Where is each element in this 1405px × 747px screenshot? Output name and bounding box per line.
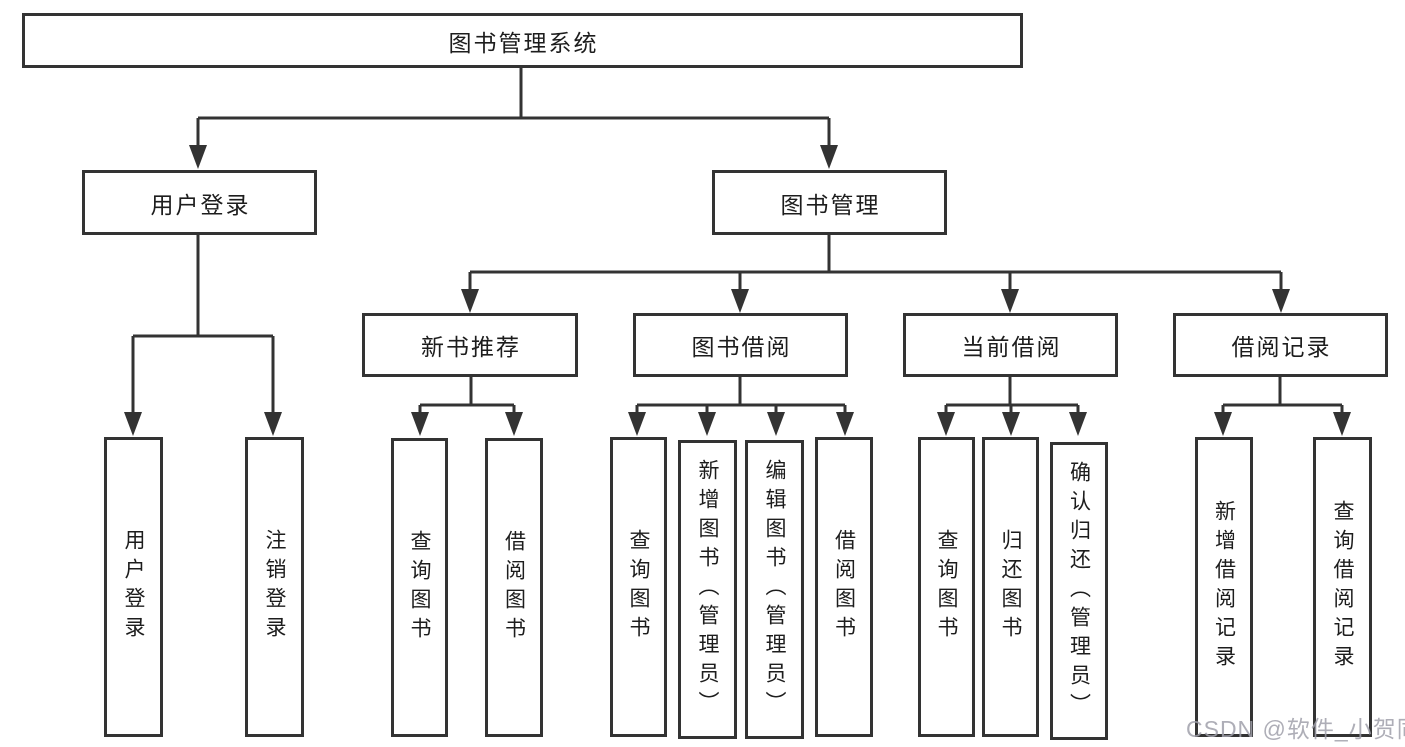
leaf-label: 借阅图书 <box>832 529 856 645</box>
leaf-query-books-bb: 查询图书 <box>610 437 667 737</box>
node-book-management: 图书管理 <box>712 170 947 235</box>
arrow-down-icon <box>461 289 479 313</box>
leaf-label: 注销登录 <box>263 529 286 645</box>
leaf-user-login: 用户登录 <box>104 437 163 737</box>
leaf-confirm-return-admin: 确认归还（管理员） <box>1050 442 1108 740</box>
arrow-down-icon <box>698 412 716 436</box>
leaf-edit-books-admin: 编辑图书（管理员） <box>745 440 804 739</box>
arrow-down-icon <box>1333 412 1351 436</box>
arrow-down-icon <box>767 412 785 436</box>
connector-book-mgmt-to-level3 <box>461 233 1290 313</box>
arrow-down-icon <box>124 412 142 436</box>
leaf-label: 查询图书 <box>627 529 650 645</box>
connector-user-login-to-leaves <box>124 235 282 436</box>
node-label: 图书管理 <box>780 191 881 218</box>
arrow-down-icon <box>411 412 429 436</box>
leaf-add-borrow-record: 新增借阅记录 <box>1195 437 1253 737</box>
arrow-down-icon <box>1272 289 1290 313</box>
leaf-borrow-books-nb: 借阅图书 <box>485 438 543 737</box>
node-user-login: 用户登录 <box>82 170 317 235</box>
node-label: 借阅记录 <box>1231 334 1332 360</box>
arrow-down-icon <box>836 412 854 436</box>
node-label: 图书借阅 <box>691 334 792 360</box>
arrow-down-icon <box>189 145 207 169</box>
arrow-down-icon <box>264 412 282 436</box>
node-root-system: 图书管理系统 <box>22 13 1023 68</box>
leaf-label: 借阅图书 <box>502 529 526 646</box>
node-label: 图书管理系统 <box>448 29 599 56</box>
node-book-borrowing: 图书借阅 <box>633 313 848 377</box>
arrow-down-icon <box>937 412 955 436</box>
leaf-query-books-cb: 查询图书 <box>918 437 975 737</box>
arrow-down-icon <box>628 412 646 436</box>
connector-root-to-level2 <box>189 68 838 169</box>
arrow-down-icon <box>1069 412 1087 436</box>
leaf-label: 用户登录 <box>122 529 145 645</box>
node-new-book-recommend: 新书推荐 <box>362 313 578 377</box>
leaf-logout: 注销登录 <box>245 437 304 737</box>
leaf-label: 新增图书（管理员） <box>696 459 719 720</box>
arrow-down-icon <box>820 145 838 169</box>
leaf-query-books-nb: 查询图书 <box>391 438 448 737</box>
connector-current-borrow-to-leaves <box>937 377 1087 436</box>
leaf-label: 新增借阅记录 <box>1212 500 1236 674</box>
connector-new-book-to-leaves <box>411 377 523 436</box>
node-borrowing-records: 借阅记录 <box>1173 313 1388 377</box>
arrow-down-icon <box>1001 289 1019 313</box>
arrow-down-icon <box>1002 412 1020 436</box>
node-current-borrowing: 当前借阅 <box>903 313 1118 377</box>
leaf-label: 查询图书 <box>935 529 958 645</box>
leaf-borrow-books-bb: 借阅图书 <box>815 437 873 737</box>
leaf-label: 查询借阅记录 <box>1331 500 1354 674</box>
connector-book-borrow-to-leaves <box>628 377 854 436</box>
arrow-down-icon <box>731 289 749 313</box>
leaf-add-books-admin: 新增图书（管理员） <box>678 440 737 739</box>
arrow-down-icon <box>505 412 523 436</box>
node-label: 新书推荐 <box>421 334 521 360</box>
leaf-label: 编辑图书（管理员） <box>763 459 786 720</box>
leaf-label: 归还图书 <box>999 529 1022 645</box>
node-label: 当前借阅 <box>961 334 1062 360</box>
csdn-watermark: CSDN @软件_小贺同学 <box>1186 716 1405 742</box>
leaf-query-borrow-record: 查询借阅记录 <box>1313 437 1372 737</box>
leaf-label: 确认归还（管理员） <box>1067 460 1091 722</box>
connector-borrow-records-to-leaves <box>1214 377 1351 436</box>
leaf-label: 查询图书 <box>408 529 431 646</box>
arrow-down-icon <box>1214 412 1232 436</box>
leaf-return-books: 归还图书 <box>982 437 1039 737</box>
node-label: 用户登录 <box>150 191 251 218</box>
